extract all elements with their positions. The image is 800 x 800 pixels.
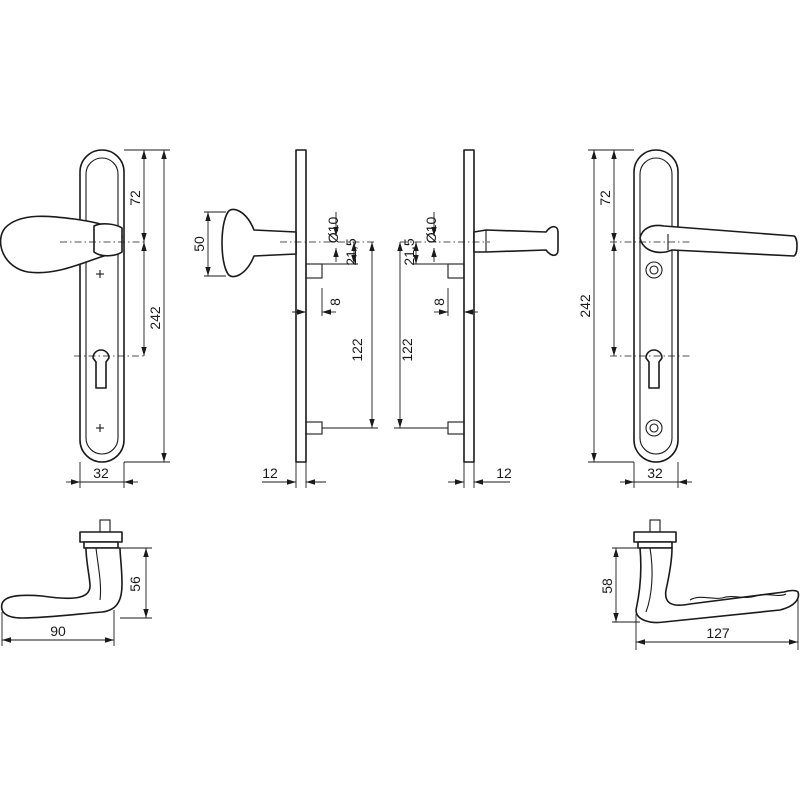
side-view-knob: 50 Ø10 21,5 8 122 12 bbox=[191, 149, 378, 488]
screw-hole-top bbox=[96, 270, 104, 278]
spindle-lower-right bbox=[447, 421, 465, 435]
dim-plate-width-right: 32 bbox=[647, 465, 663, 481]
lever-handle-front bbox=[639, 224, 798, 257]
spindle-stub bbox=[99, 519, 111, 533]
backplate-outline-right bbox=[633, 149, 679, 463]
spindle-upper bbox=[305, 263, 323, 279]
lever-top-profile bbox=[635, 547, 800, 624]
knob-top-profile bbox=[0, 547, 123, 619]
front-view-lever: 242 72 32 bbox=[577, 149, 798, 488]
dim-spindle-offset-left: 21,5 bbox=[343, 238, 359, 265]
spindle-lower bbox=[305, 421, 323, 435]
dim-plate-width-left: 32 bbox=[93, 465, 109, 481]
backplate-edge-right bbox=[463, 149, 475, 463]
rose-base-right bbox=[637, 541, 673, 549]
dim-spindle-size-left: 8 bbox=[327, 298, 343, 306]
backplate-edge-left bbox=[295, 149, 307, 463]
top-view-knob: 56 90 bbox=[0, 519, 152, 646]
dim-plate-height-right: 242 bbox=[577, 294, 593, 318]
dim-thickness-right: 12 bbox=[496, 465, 512, 481]
backplate-inner-outline bbox=[85, 157, 119, 455]
dim-spindle-offset-right: 21,5 bbox=[401, 238, 417, 265]
screw-rose-upper bbox=[645, 261, 663, 279]
dim-handle-height-left: 56 bbox=[127, 576, 143, 592]
knob-top-contour bbox=[95, 547, 102, 601]
rose-top bbox=[79, 531, 123, 543]
dim-handle-length-right: 127 bbox=[706, 625, 730, 641]
dim-distance-left: 122 bbox=[349, 338, 365, 362]
rose-top-right bbox=[633, 531, 677, 543]
lever-side-profile bbox=[473, 225, 559, 257]
cylinder-keyhole-right bbox=[645, 349, 663, 389]
dim-distance-right: 122 bbox=[399, 338, 415, 362]
dim-handle-height-right: 58 bbox=[599, 578, 615, 594]
dim-thickness-left: 12 bbox=[262, 465, 278, 481]
dim-plate-height-left: 242 bbox=[147, 306, 163, 330]
rose-base bbox=[83, 541, 119, 549]
top-view-lever: 58 127 bbox=[599, 519, 800, 650]
dim-diameter-right: Ø10 bbox=[423, 217, 439, 244]
side-view-lever: Ø10 21,5 8 122 12 bbox=[394, 149, 559, 488]
dim-knob-height: 50 bbox=[191, 236, 207, 252]
knob-side-profile bbox=[221, 208, 297, 278]
dim-offset-72-right: 72 bbox=[597, 190, 613, 206]
dim-offset-72-left: 72 bbox=[127, 190, 143, 206]
backplate-inner-outline-right bbox=[639, 157, 673, 455]
lever-top-contour bbox=[645, 547, 653, 613]
spindle-upper-right bbox=[447, 263, 465, 279]
screw-hole-bottom bbox=[96, 424, 104, 432]
cylinder-keyhole bbox=[92, 349, 110, 389]
lever-grip-ridges bbox=[689, 593, 787, 601]
dim-diameter-left: Ø10 bbox=[325, 217, 341, 244]
front-view-knob: 242 72 32 bbox=[0, 149, 170, 488]
knob-rose bbox=[93, 223, 123, 257]
dim-spindle-size-right: 8 bbox=[431, 298, 447, 306]
screw-rose-lower bbox=[645, 419, 663, 437]
backplate-outline bbox=[79, 149, 125, 463]
spindle-stub-right bbox=[649, 519, 661, 533]
dim-handle-length-left: 90 bbox=[50, 623, 66, 639]
